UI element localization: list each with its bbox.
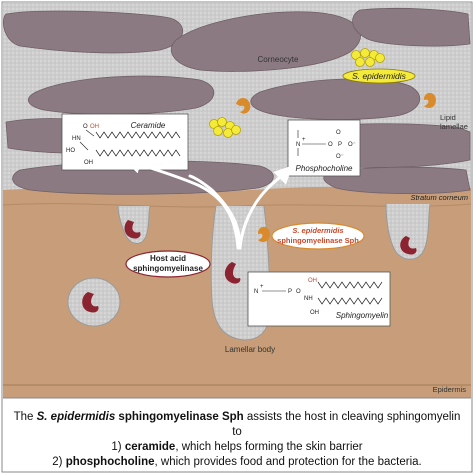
svg-text:NH: NH <box>304 296 313 302</box>
svg-text:O: O <box>296 289 301 295</box>
caption: The S. epidermidis sphingomyelinase Sph … <box>8 410 466 470</box>
host-enzyme-label-2: sphingomyelinase <box>133 264 203 273</box>
corneocyte-label: Corneocyte <box>258 55 299 64</box>
svg-text:P: P <box>338 142 342 148</box>
host-enzyme-shapes <box>82 220 417 313</box>
svg-text:O⁻: O⁻ <box>336 154 344 160</box>
svg-text:P: P <box>288 289 292 295</box>
svg-text:OH: OH <box>90 124 99 130</box>
phosphocholine-label: Phosphocholine <box>296 164 353 173</box>
ceramide-label: Ceramide <box>131 121 166 130</box>
lamellar-body-label: Lamellar body <box>225 345 275 354</box>
lipid-lamellae-label-2: lamellae <box>440 122 468 131</box>
sphingomyelin-label: Sphingomyelin <box>336 311 389 320</box>
lipid-lamellae-label-1: Lipid <box>440 113 456 122</box>
sph-enzyme-shapes <box>236 92 436 242</box>
cleavage-arrows <box>123 156 293 250</box>
svg-text:O: O <box>336 130 341 136</box>
caption-line-2: 1) ceramide, which helps forming the ski… <box>111 441 363 453</box>
caption-line-3: 2) phosphocholine, which provides food a… <box>52 456 422 468</box>
svg-text:+: + <box>302 137 306 143</box>
sph-label-2: sphingomyelinase Sph <box>277 236 359 245</box>
svg-text:HN: HN <box>72 136 81 142</box>
ceramide-structure-box: Ceramide O OH HN HO OH <box>61 113 189 171</box>
svg-text:N: N <box>296 142 300 148</box>
sph-label-1: S. epidermidis <box>292 226 343 235</box>
svg-text:N: N <box>254 289 258 295</box>
svg-text:OH: OH <box>308 278 317 284</box>
svg-text:OH: OH <box>310 310 319 316</box>
svg-text:O: O <box>83 124 88 130</box>
sph-enzyme-badge <box>271 222 365 250</box>
s-epidermidis-badge <box>342 68 416 84</box>
svg-text:HO: HO <box>66 148 75 154</box>
svg-text:+: + <box>260 284 264 290</box>
svg-text:O⁻: O⁻ <box>348 142 356 148</box>
epidermis-label: Epidermis <box>433 385 467 394</box>
host-enzyme-badge <box>125 250 211 278</box>
phosphocholine-structure-box: N + O P O⁻ O O⁻ Phosphocholine <box>287 119 361 177</box>
host-enzyme-label-1: Host acid <box>150 254 186 263</box>
caption-line-1: The S. epidermidis sphingomyelinase Sph … <box>13 411 461 438</box>
s-epidermidis-label: S. epidermidis <box>352 71 407 81</box>
bacteria-cocci <box>209 48 385 138</box>
stratum-corneum-label: Stratum corneum <box>410 193 468 202</box>
svg-text:OH: OH <box>84 160 93 166</box>
svg-text:O: O <box>328 142 333 148</box>
sphingomyelin-structure-box: N + P O OH NH OH Sphingomyelin <box>247 271 391 327</box>
